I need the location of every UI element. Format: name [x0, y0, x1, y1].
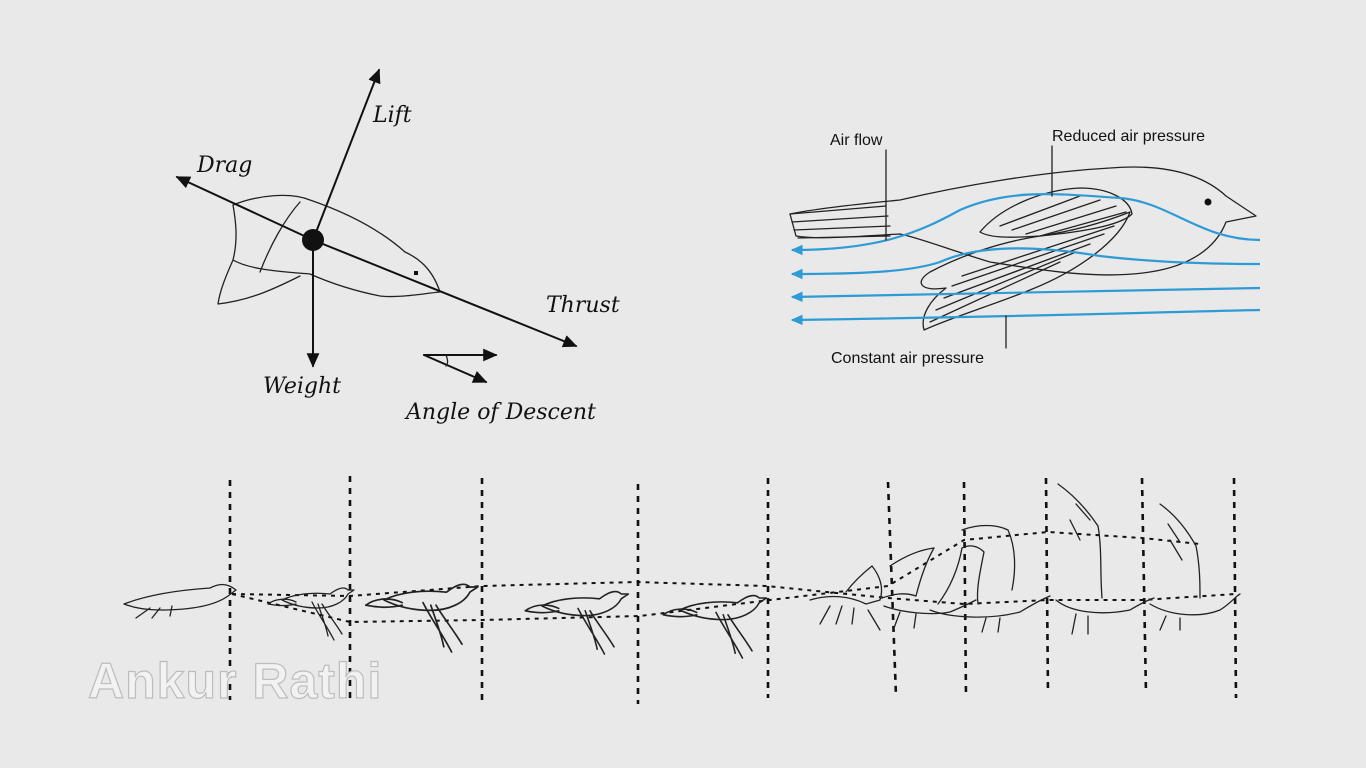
- flight-bird-5: [662, 594, 768, 659]
- center-of-gravity: [302, 229, 324, 251]
- airflow-bird-tail: [789, 205, 891, 239]
- airflow-line-2: [790, 247, 1261, 280]
- airflow-bird-body: [789, 166, 1257, 276]
- lift-label: Lift: [372, 103, 412, 128]
- watermark: Ankur Rathi: [88, 653, 382, 709]
- reduced-air-pressure-label: Reduced air pressure: [1052, 128, 1205, 145]
- flight-bird-10: [1149, 503, 1241, 631]
- body-trajectory: [231, 580, 1237, 606]
- thrust-label: Thrust: [546, 293, 620, 318]
- bird-wing: [259, 201, 301, 273]
- angle-arc: [445, 354, 449, 367]
- flight-bird-4: [524, 590, 630, 655]
- flight-bird-6: [809, 565, 883, 631]
- flight-sequence: [123, 476, 1241, 704]
- frame-line-7: [962, 481, 968, 699]
- drag-label: Drag: [196, 153, 252, 178]
- flight-bird-7: [881, 547, 977, 629]
- airflow-bird-lower-wing: [920, 211, 1131, 331]
- bird-tail: [217, 259, 301, 305]
- flight-bird-1: [123, 583, 237, 619]
- frame-line-8: [1044, 477, 1050, 695]
- frame-line-6: [886, 481, 898, 697]
- airflow-line-4: [790, 308, 1261, 326]
- airflow-bird-upper-wing: [979, 187, 1133, 238]
- frame-line-9: [1140, 477, 1148, 695]
- angle-of-descent-label: Angle of Descent: [404, 400, 596, 425]
- airflow-bird-upper-feathers: [999, 195, 1127, 237]
- air-flow-label: Air flow: [830, 132, 883, 149]
- weight-label: Weight: [263, 374, 341, 399]
- flight-bird-3: [364, 583, 479, 653]
- airflow-line-1: [790, 193, 1261, 256]
- constant-air-pressure-label: Constant air pressure: [831, 350, 984, 367]
- airflow-bird-eye: [1204, 198, 1212, 206]
- flight-bird-8: [929, 524, 1051, 633]
- frame-line-10: [1232, 477, 1238, 699]
- bird-outline: [232, 194, 441, 298]
- bird-eye: [414, 271, 418, 275]
- flight-bird-9: [1055, 483, 1155, 635]
- lift-arrow: [312, 68, 381, 241]
- airflow-line-3: [790, 286, 1261, 303]
- thrust-arrow: [312, 239, 578, 348]
- wingtip-trajectory: [231, 530, 1201, 624]
- angle-descent-arrow: [423, 354, 488, 383]
- forces-diagram: Lift Drag Thrust Weight Angle of Descent: [175, 68, 620, 425]
- airflow-diagram: Air flow Reduced air pressure Constant a…: [789, 128, 1261, 367]
- drag-arrow: [175, 176, 314, 241]
